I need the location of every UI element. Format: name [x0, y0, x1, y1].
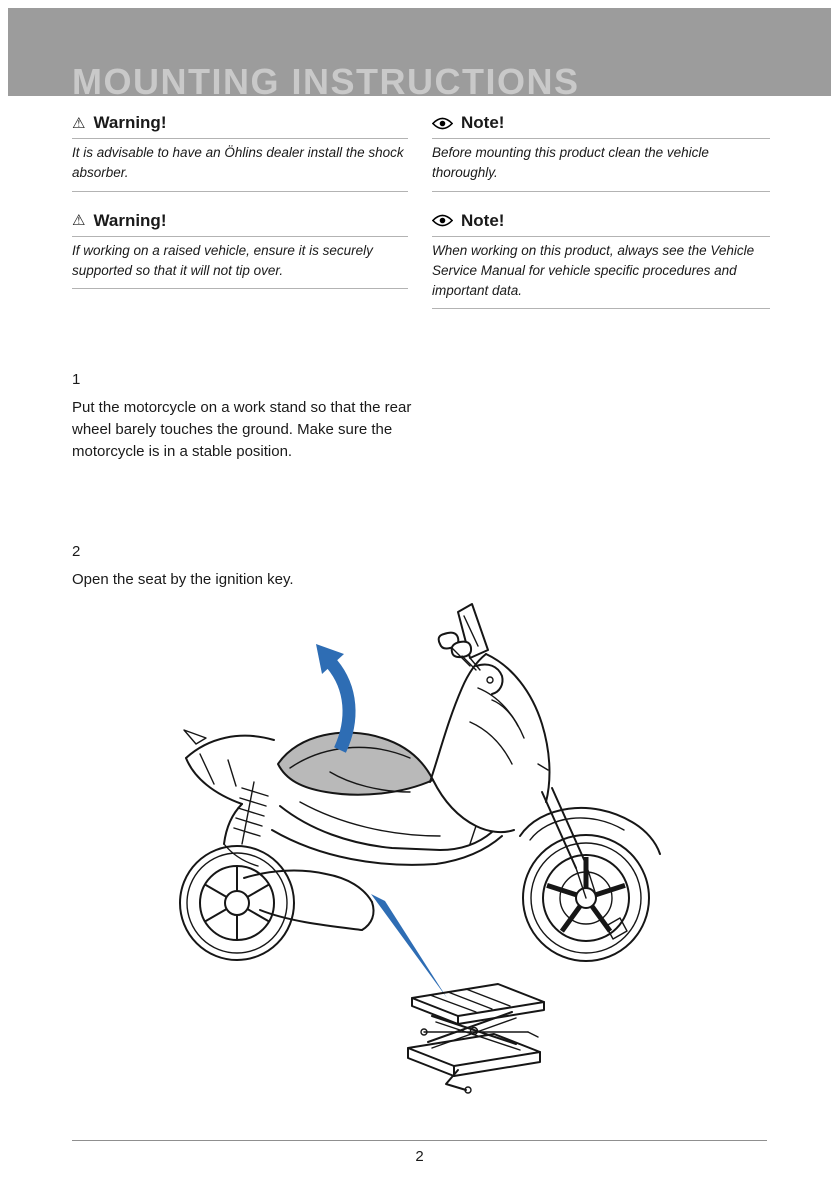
step-text: Put the motorcycle on a work stand so th… — [72, 399, 412, 460]
motorcycle-drawing — [179, 603, 661, 1094]
warning-section: ⚠ Warning! It is advisable to have an Öh… — [72, 113, 408, 192]
warning-icon: ⚠ — [72, 211, 86, 229]
front-fender — [519, 806, 661, 855]
windscreen — [457, 603, 489, 671]
mirrors — [437, 631, 504, 695]
work-stand-drawing — [407, 983, 545, 1094]
warning-title: Warning! — [93, 210, 167, 230]
front-wheel — [522, 834, 650, 962]
note-section: Note! When working on this product, alwa… — [431, 210, 770, 310]
page-title: MOUNTING INSTRUCTIONS — [72, 61, 580, 102]
note-body: Before mounting this product clean the v… — [432, 139, 770, 192]
notes-column: Note! Before mounting this product clean… — [431, 113, 770, 328]
step-number: 1 — [72, 371, 81, 388]
warning-heading: ⚠ Warning! — [72, 113, 408, 139]
step-2: 2 Open the seat by the ignition key. — [72, 543, 420, 591]
eye-icon — [431, 117, 454, 130]
eye-icon — [431, 214, 454, 227]
warning-body: It is advisable to have an Öhlins dealer… — [72, 139, 408, 192]
seat-open-arrow — [316, 644, 356, 753]
scooter-body — [183, 603, 661, 931]
warning-body: If working on a raised vehicle, ensure i… — [72, 237, 408, 289]
note-section: Note! Before mounting this product clean… — [431, 113, 770, 192]
warnings-column: ⚠ Warning! It is advisable to have an Öh… — [72, 113, 408, 308]
header-bar: MOUNTING INSTRUCTIONS — [8, 8, 831, 100]
rear-wheel — [179, 845, 295, 961]
step-1: 1 Put the motorcycle on a work stand so … — [72, 371, 420, 462]
step-number: 2 — [72, 543, 81, 560]
footer-divider — [72, 1140, 767, 1141]
page-number: 2 — [415, 1148, 424, 1165]
step-text: Open the seat by the ignition key. — [72, 571, 294, 588]
motorcycle-illustration — [140, 592, 700, 1112]
warning-heading: ⚠ Warning! — [72, 211, 408, 237]
work-stand-pointer-line — [371, 894, 447, 998]
note-heading: Note! — [431, 210, 770, 237]
warning-title: Warning! — [93, 113, 167, 132]
note-title: Note! — [461, 210, 505, 230]
warning-section: ⚠ Warning! If working on a raised vehicl… — [72, 211, 408, 289]
warning-icon: ⚠ — [72, 113, 86, 132]
note-heading: Note! — [431, 113, 770, 139]
note-body: When working on this product, always see… — [432, 237, 770, 310]
seat-highlight — [277, 731, 434, 796]
front-fork — [541, 787, 596, 899]
shock-spring — [233, 781, 269, 845]
note-title: Note! — [461, 113, 505, 132]
